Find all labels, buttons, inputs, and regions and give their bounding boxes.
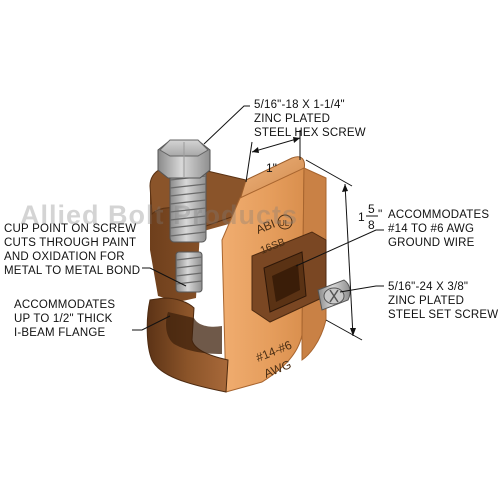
dimension-height-whole: 1 [358, 210, 365, 224]
dimension-width-label: 1" [266, 161, 277, 175]
callout-line: STEEL HEX SCREW [254, 127, 366, 139]
callout-line: ACCOMMODATES [14, 299, 115, 311]
callout-line: AND OXIDATION FOR [4, 251, 125, 263]
leader-hex-screw [203, 105, 250, 145]
callout-line: CUP POINT ON SCREW [4, 223, 136, 235]
cup-point-screw-tip [175, 251, 203, 293]
callout-hex-screw: 5/16"-18 X 1-1/4" ZINC PLATED STEEL HEX … [254, 99, 366, 139]
callout-line: ACCOMMODATES [388, 209, 489, 221]
callout-line: I-BEAM FLANGE [14, 327, 106, 339]
stamp-ul: UL [279, 219, 290, 228]
callout-line: METAL TO METAL BOND [4, 265, 140, 277]
callout-line: GROUND WIRE [388, 237, 475, 249]
callout-line: ZINC PLATED [254, 113, 330, 125]
ul-logo-icon [277, 214, 293, 230]
leader-flange [132, 315, 171, 331]
jaw-slot [166, 312, 222, 354]
dimension-height-inch: " [378, 207, 382, 221]
callout-set-screw: 5/16"-24 X 3/8" ZINC PLATED STEEL SET SC… [388, 281, 498, 321]
callout-flange: ACCOMMODATES UP TO 1/2" THICK I-BEAM FLA… [14, 299, 115, 339]
hex-screw-threads [169, 175, 207, 237]
callout-line: 5/16"-18 X 1-1/4" [254, 99, 345, 111]
dimension-width [245, 130, 301, 183]
wire-hole-inner [272, 264, 300, 302]
stamp-brand: ABI [254, 217, 277, 237]
callout-line: CUTS THROUGH PAINT [4, 237, 136, 249]
leader-cup-point [142, 267, 187, 287]
clamp-body [146, 156, 327, 393]
callout-ground-wire: ACCOMMODATES #14 TO #6 AWG GROUND WIRE [388, 209, 489, 249]
callout-cup-point: CUP POINT ON SCREW CUTS THROUGH PAINT AN… [4, 223, 140, 277]
dimension-height-num: 5 [368, 202, 375, 216]
callout-line: STEEL SET SCREW [388, 309, 498, 321]
hex-screw [157, 139, 211, 243]
callout-line: UP TO 1/2" THICK [14, 313, 113, 325]
watermark: Allied Bolt Products [20, 200, 298, 230]
callout-line: #14 TO #6 AWG [388, 223, 474, 235]
dimension-height-den: 8 [368, 218, 375, 232]
leader-ground-wire [295, 229, 384, 267]
callout-line: 5/16"-24 X 3/8" [388, 281, 468, 293]
dimension-height [305, 159, 363, 341]
callout-line: ZINC PLATED [388, 295, 464, 307]
leader-set-screw [339, 285, 384, 293]
